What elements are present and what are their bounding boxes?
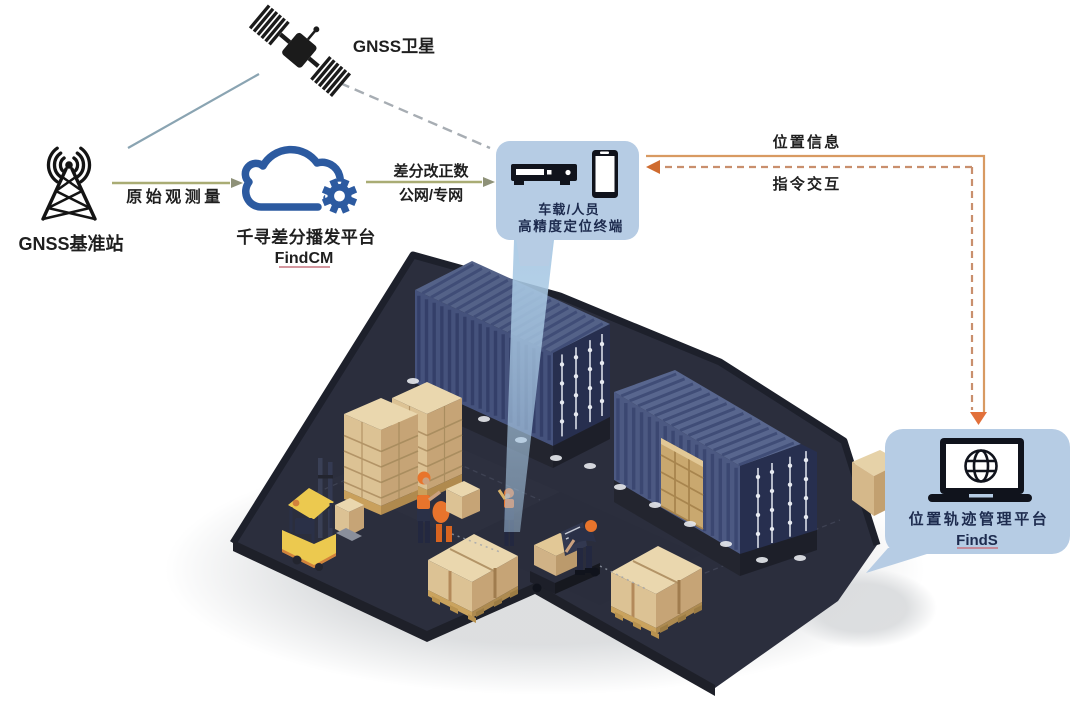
svg-text:原始观测量: 原始观测量 xyxy=(126,187,224,206)
svg-text:位置信息: 位置信息 xyxy=(773,133,842,151)
svg-text:位置轨迹管理平台: 位置轨迹管理平台 xyxy=(909,510,1050,528)
svg-text:指令交互: 指令交互 xyxy=(773,175,842,193)
svg-text:车载/人员: 车载/人员 xyxy=(538,202,600,217)
svg-text:高精度定位终端: 高精度定位终端 xyxy=(518,218,624,234)
svg-text:千寻差分播发平台: 千寻差分播发平台 xyxy=(236,227,375,247)
svg-text:GNSS基准站: GNSS基准站 xyxy=(18,233,123,254)
svg-text:公网/专网: 公网/专网 xyxy=(399,186,463,204)
svg-text:GNSS卫星: GNSS卫星 xyxy=(353,37,435,56)
svg-text:差分改正数: 差分改正数 xyxy=(393,162,469,180)
svg-text:FindS: FindS xyxy=(956,532,998,549)
svg-text:FindCM: FindCM xyxy=(275,250,334,267)
